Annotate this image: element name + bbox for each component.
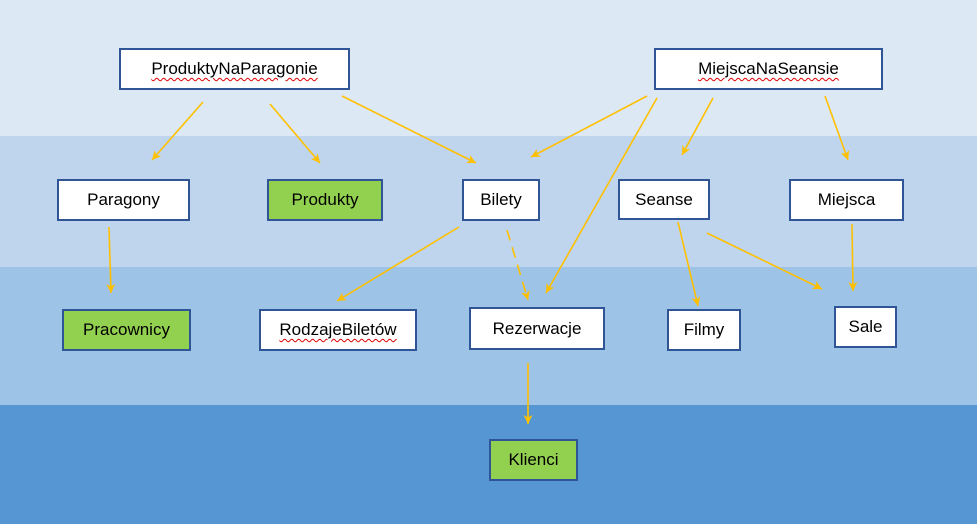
node-label: MiejscaNaSeansie (698, 59, 839, 78)
node-filmy[interactable]: Filmy (667, 309, 741, 351)
arrow-bilety-to-rezerwacje (506, 229, 530, 301)
node-label: Rezerwacje (492, 318, 582, 338)
arrow-miejscanaseansie-to-miejsca (824, 95, 850, 161)
node-label: Bilety (480, 190, 522, 209)
node-label: Filmy (683, 320, 725, 339)
arrow-produktynaparagonie-to-paragony (151, 101, 204, 161)
node-sale[interactable]: Sale (834, 306, 897, 348)
node-rezerwacje[interactable]: Rezerwacje (469, 307, 605, 350)
node-seanse[interactable]: Seanse (618, 179, 710, 220)
node-label: Pracownicy (83, 320, 170, 339)
node-miejsca-na-seansie[interactable]: MiejscaNaSeansie (654, 48, 883, 90)
arrow-miejscanaseansie-to-bilety (530, 95, 648, 158)
arrow-produktynaparagonie-to-bilety (341, 95, 477, 164)
node-paragony[interactable]: Paragony (57, 179, 190, 221)
node-rodzaje-biletow[interactable]: RodzajeBiletów (259, 309, 417, 351)
arrow-miejscanaseansie-to-seanse (681, 97, 714, 156)
node-label: Produkty (291, 190, 359, 209)
node-label: Seanse (635, 189, 693, 209)
node-label: ProduktyNaParagonie (151, 59, 318, 78)
arrow-miejsca-to-sale (848, 223, 858, 292)
arrow-seanse-to-filmy (677, 221, 701, 307)
node-produkty[interactable]: Produkty (267, 179, 383, 221)
layer-band-4 (0, 405, 977, 524)
arrow-miejscanaseansie-to-rezerwacje (545, 97, 658, 294)
node-bilety[interactable]: Bilety (462, 179, 540, 221)
arrow-seanse-to-sale (706, 232, 823, 290)
node-klienci[interactable]: Klienci (489, 439, 578, 481)
arrow-paragony-to-pracownicy (106, 226, 116, 294)
node-label: RodzajeBiletów (279, 320, 397, 339)
arrow-bilety-to-rodzajebiletow (336, 226, 460, 302)
arrow-produktynaparagonie-to-produkty (269, 103, 321, 164)
node-label: Paragony (87, 190, 160, 209)
node-label: Klienci (508, 450, 559, 469)
node-miejsca[interactable]: Miejsca (789, 179, 904, 221)
node-label: Miejsca (817, 190, 876, 209)
node-pracownicy[interactable]: Pracownicy (62, 309, 191, 351)
node-label: Sale (848, 317, 883, 336)
node-produkty-na-paragonie[interactable]: ProduktyNaParagonie (119, 48, 350, 90)
